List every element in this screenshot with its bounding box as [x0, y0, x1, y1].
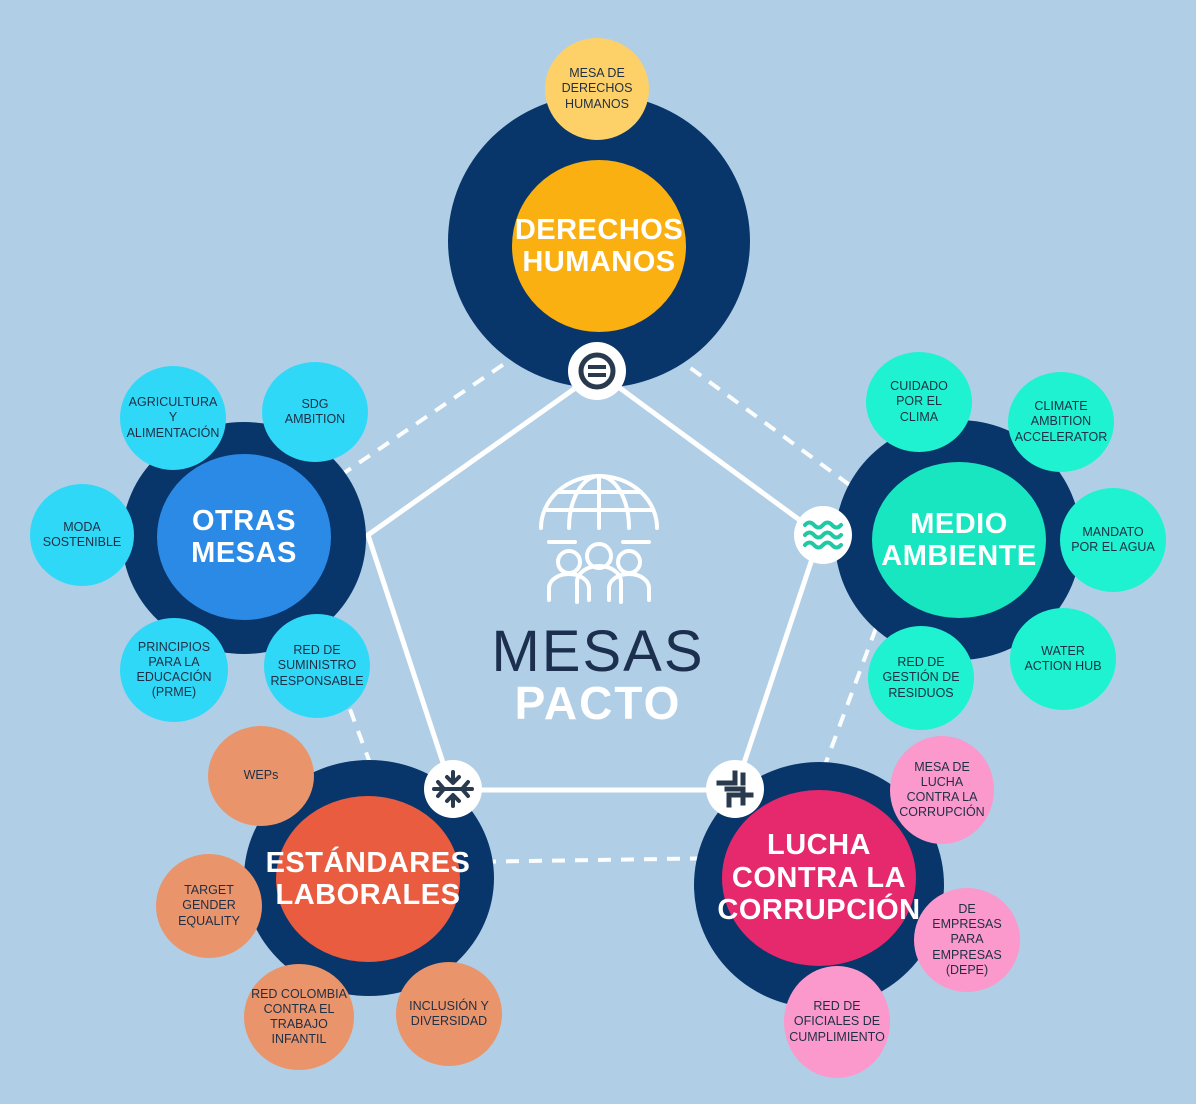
pillar-medio-ambiente[interactable]: MEDIO AMBIENTE	[872, 462, 1046, 618]
satellite-water-action-hub[interactable]: WATER ACTION HUB	[1010, 608, 1116, 710]
satellite-prme[interactable]: PRINCIPIOS PARA LA EDUCACIÓN (PRME)	[120, 618, 228, 722]
pillar-otras-mesas[interactable]: OTRAS MESAS	[157, 454, 331, 620]
badge-estandares-laborales	[424, 760, 482, 818]
anti-corruption-icon	[716, 770, 754, 808]
satellite-target-gender-equality[interactable]: TARGET GENDER EQUALITY	[156, 854, 262, 958]
badge-medio-ambiente	[794, 506, 852, 564]
center-title-line1: MESAS	[491, 619, 705, 684]
satellite-red-oficiales-cumplimiento[interactable]: RED DE OFICIALES DE CUMPLIMIENTO	[784, 966, 890, 1078]
satellite-agricultura-alimentacion[interactable]: AGRICULTURA Y ALIMENTACIÓN	[120, 366, 226, 470]
satellite-mesa-lucha-corrupcion[interactable]: MESA DE LUCHA CONTRA LA CORRUPCIÓN	[890, 736, 994, 844]
satellite-red-gestion-residuos[interactable]: RED DE GESTIÓN DE RESIDUOS	[868, 626, 974, 730]
satellite-depe[interactable]: DE EMPRESAS PARA EMPRESAS (DEPE)	[914, 888, 1020, 992]
satellite-mesa-derechos-humanos[interactable]: MESA DE DERECHOS HUMANOS	[545, 38, 649, 140]
pillar-lucha-contra-la-corrupcion[interactable]: LUCHA CONTRA LA CORRUPCIÓN	[717, 790, 920, 966]
labor-arrows-icon	[432, 770, 474, 808]
satellite-red-suministro-responsable[interactable]: RED DE SUMINISTRO RESPONSABLE	[264, 614, 370, 718]
satellite-weps[interactable]: WEPs	[208, 726, 314, 826]
un-equals-icon	[578, 352, 616, 390]
satellite-red-colombia-trabajo-infantil[interactable]: RED COLOMBIA CONTRA EL TRABAJO INFANTIL	[244, 964, 354, 1070]
pillar-estandares-laborales[interactable]: ESTÁNDARES LABORALES	[266, 796, 470, 962]
satellite-cuidado-por-el-clima[interactable]: CUIDADO POR EL CLIMA	[866, 352, 972, 452]
pillar-derechos-humanos[interactable]: DERECHOS HUMANOS	[512, 160, 686, 332]
water-waves-icon	[803, 520, 843, 550]
satellite-inclusion-diversidad[interactable]: INCLUSIÓN Y DIVERSIDAD	[396, 962, 502, 1066]
satellite-mandato-por-el-agua[interactable]: MANDATO POR EL AGUA	[1060, 488, 1166, 592]
badge-lucha-corrupcion	[706, 760, 764, 818]
satellite-moda-sostenible[interactable]: MODA SOSTENIBLE	[30, 484, 134, 586]
badge-derechos-humanos	[568, 342, 626, 400]
satellite-climate-ambition-accelerator[interactable]: CLIMATE AMBITION ACCELERATOR	[1008, 372, 1114, 472]
satellite-sdg-ambition[interactable]: SDG AMBITION	[262, 362, 368, 462]
center-title-line2: PACTO	[514, 677, 682, 729]
globe-people-icon	[539, 474, 659, 604]
solid-inner-pentagon	[365, 368, 823, 793]
